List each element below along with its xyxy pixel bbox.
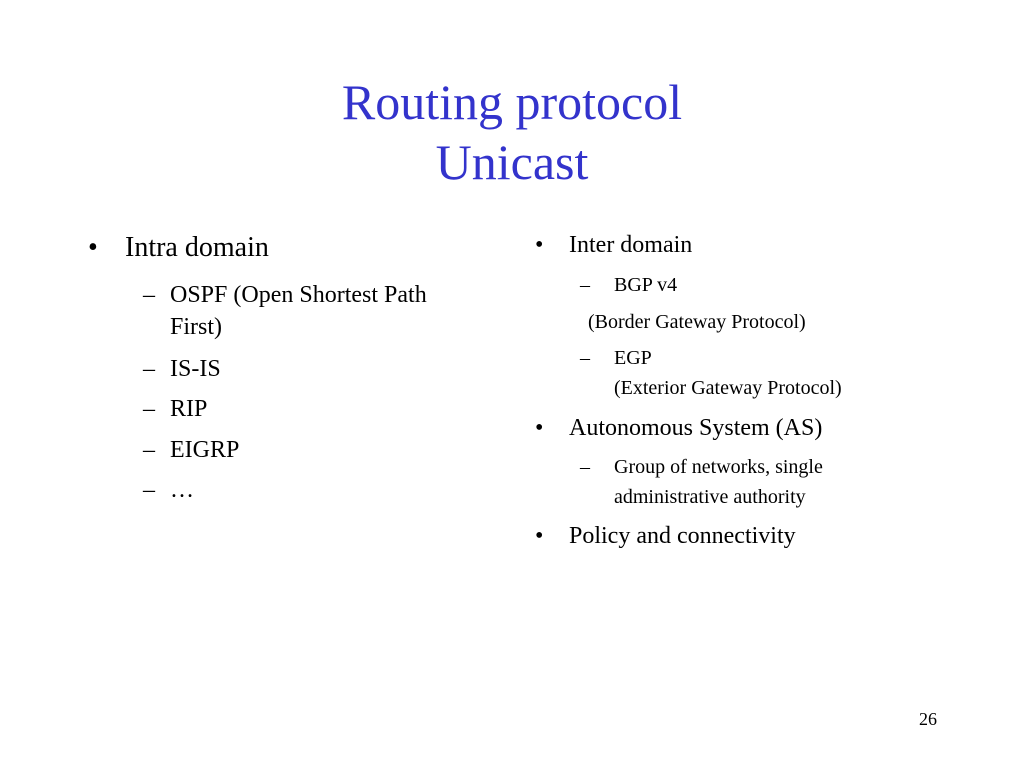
policy-item: Policy and connectivity [569, 523, 796, 549]
is-is-item: IS-IS [170, 356, 221, 382]
rip-item: RIP [170, 396, 208, 422]
title-line-2: Unicast [435, 134, 589, 190]
dash-icon: – [580, 456, 590, 478]
intra-domain-heading: Intra domain [125, 232, 269, 263]
dash-icon: – [143, 437, 155, 463]
slide-title: Routing protocol Unicast [0, 72, 1024, 192]
autonomous-system-heading: Autonomous System (AS) [569, 415, 823, 441]
bullet-icon: • [88, 232, 98, 263]
ospf-line-1: OSPF (Open Shortest Path [170, 282, 427, 308]
bullet-icon: • [535, 415, 544, 441]
eigrp-item: EIGRP [170, 437, 240, 463]
page-number: 26 [919, 709, 937, 729]
title-line-1: Routing protocol [341, 74, 683, 130]
dash-icon: – [143, 477, 155, 503]
dash-icon: – [580, 274, 590, 296]
egp-item: EGP [614, 347, 652, 369]
dash-icon: – [143, 396, 155, 422]
dash-icon: – [580, 347, 590, 369]
egp-description: (Exterior Gateway Protocol) [614, 377, 842, 399]
ospf-line-2: First) [170, 314, 223, 340]
bgp-description: (Border Gateway Protocol) [588, 311, 806, 333]
ellipsis-item: … [170, 477, 194, 503]
bullet-icon: • [535, 232, 544, 258]
as-description-line-1: Group of networks, single [614, 456, 823, 478]
dash-icon: – [143, 282, 155, 308]
dash-icon: – [143, 356, 155, 382]
inter-domain-heading: Inter domain [569, 232, 693, 258]
bullet-icon: • [535, 523, 544, 549]
bgp-item: BGP v4 [614, 274, 678, 296]
as-description-line-2: administrative authority [614, 486, 806, 508]
